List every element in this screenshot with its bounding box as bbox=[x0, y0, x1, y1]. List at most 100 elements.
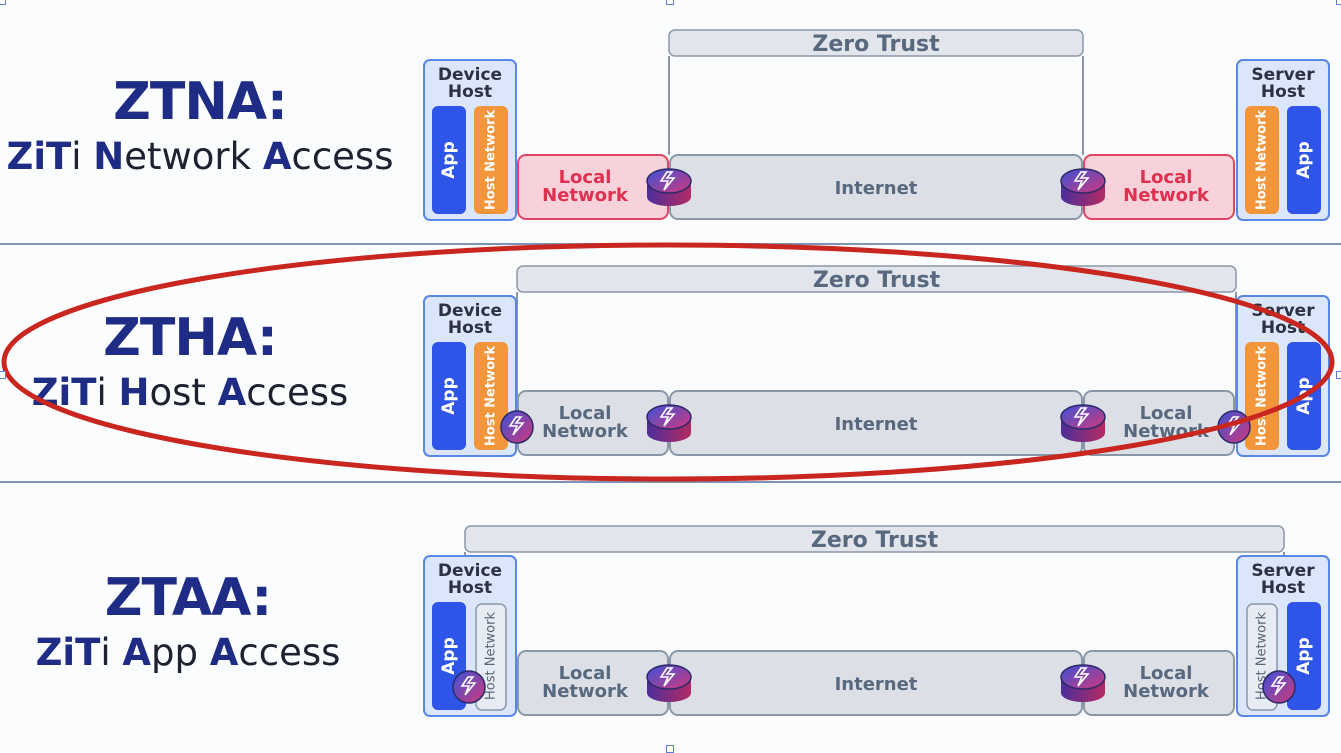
server-host-title-line2: Host bbox=[1261, 82, 1305, 102]
host-network-label: Host Network bbox=[484, 346, 499, 447]
ztaa-acronym: ZTAA bbox=[104, 568, 253, 628]
local-network-right-line1: Local bbox=[1140, 403, 1193, 424]
app-label: App bbox=[1294, 141, 1314, 179]
lightning-glyph bbox=[659, 171, 676, 191]
zero-trust-label: Zero Trust bbox=[812, 32, 940, 57]
local-network-right-line1: Local bbox=[1140, 663, 1193, 684]
selection-handle[interactable] bbox=[666, 745, 674, 753]
selection-handle[interactable] bbox=[0, 371, 6, 379]
app-bar bbox=[432, 106, 466, 214]
lightning-glyph bbox=[1073, 667, 1090, 687]
row-divider bbox=[0, 481, 1341, 483]
device-host-title-line1: Device bbox=[438, 301, 502, 321]
sub-part: N bbox=[93, 135, 125, 178]
server-host-title-line1: Server bbox=[1251, 65, 1315, 85]
lightning-glyph bbox=[659, 667, 676, 687]
app-label: App bbox=[1294, 637, 1314, 675]
device-host-title-line1: Device bbox=[438, 65, 502, 85]
ztha-acronym: ZTHA bbox=[103, 308, 258, 368]
ztna-subtitle: ZiTi Network Access bbox=[0, 138, 400, 175]
device-host-title-line2: Host bbox=[448, 578, 492, 598]
server-host-title-line1: Server bbox=[1251, 301, 1315, 321]
lightning-glyph bbox=[659, 407, 676, 427]
sub-part: i bbox=[96, 371, 119, 414]
host-network-label: Host Network bbox=[1255, 346, 1270, 447]
ziti-router-icon bbox=[646, 664, 692, 702]
selection-handle[interactable] bbox=[1336, 0, 1341, 5]
router-top bbox=[646, 664, 692, 690]
lightning-glyph bbox=[508, 416, 525, 436]
app-label: App bbox=[439, 637, 459, 675]
router-top bbox=[1060, 664, 1106, 690]
lightning-glyph bbox=[1073, 171, 1090, 191]
app-label: App bbox=[439, 377, 459, 415]
selection-handle[interactable] bbox=[666, 0, 674, 5]
sub-part: T bbox=[71, 371, 97, 414]
local-network-left-line2: Network bbox=[542, 681, 629, 702]
local-network-right-line1: Local bbox=[1140, 167, 1193, 188]
app-bar bbox=[1287, 106, 1321, 214]
internet-label: Internet bbox=[835, 178, 918, 199]
ztna-colon: : bbox=[267, 72, 288, 132]
host-network-label: Host Network bbox=[484, 612, 499, 700]
server-host-title-line2: Host bbox=[1261, 578, 1305, 598]
router-top bbox=[1060, 404, 1106, 430]
local-network-left-line2: Network bbox=[542, 421, 629, 442]
local-network-left-line2: Network bbox=[542, 185, 629, 206]
local-network-right-line2: Network bbox=[1123, 681, 1210, 702]
local-network-left-line1: Local bbox=[559, 663, 612, 684]
app-bar bbox=[1287, 602, 1321, 710]
device-host-title-line2: Host bbox=[448, 318, 492, 338]
local-network-left-line1: Local bbox=[559, 403, 612, 424]
ztaa-subtitle: ZiTi App Access bbox=[0, 634, 388, 671]
ztaa-title: ZTAA: ZiTi App Access bbox=[0, 572, 388, 671]
lightning-glyph bbox=[1270, 676, 1287, 696]
app-label: App bbox=[439, 141, 459, 179]
sub-part: ccess bbox=[291, 135, 394, 178]
internet-label: Internet bbox=[835, 414, 918, 435]
sub-part: ccess bbox=[246, 371, 349, 414]
sub-part: T bbox=[46, 135, 72, 178]
sub-part: ost bbox=[149, 371, 218, 414]
zero-trust-label: Zero Trust bbox=[811, 528, 939, 553]
sub-part: pp bbox=[151, 631, 210, 674]
sub-part: A bbox=[217, 371, 247, 414]
selection-handle[interactable] bbox=[0, 0, 6, 5]
host-network-label: Host Network bbox=[1255, 110, 1270, 211]
host-network-bar bbox=[474, 106, 508, 214]
host-network-bar bbox=[1245, 106, 1279, 214]
ziti-tunneler-icon bbox=[1262, 670, 1296, 704]
ztna-acronym: ZTNA bbox=[113, 72, 268, 132]
ztha-title: ZTHA: ZiTi Host Access bbox=[0, 312, 390, 411]
ziti-router-icon bbox=[1060, 664, 1106, 702]
sub-part: A bbox=[262, 135, 292, 178]
zero-trust-label: Zero Trust bbox=[813, 268, 941, 293]
local-network-left-line1: Local bbox=[559, 167, 612, 188]
host-network-bar bbox=[474, 342, 508, 450]
red-ellipse-highlight-icon bbox=[1, 242, 1335, 482]
sub-part: A bbox=[122, 631, 152, 674]
selection-handle[interactable] bbox=[1336, 371, 1341, 379]
ziti-router-icon bbox=[646, 404, 692, 442]
router-top bbox=[646, 404, 692, 430]
internet-label: Internet bbox=[835, 674, 918, 695]
sub-part: i bbox=[100, 631, 123, 674]
app-bar bbox=[432, 342, 466, 450]
ziti-tunneler-icon bbox=[452, 670, 486, 704]
device-host-title-line2: Host bbox=[448, 82, 492, 102]
ziti-tunneler-icon bbox=[500, 410, 534, 444]
zero-trust-bar bbox=[668, 29, 1084, 57]
sub-part: A bbox=[209, 631, 239, 674]
ztha-subtitle: ZiTi Host Access bbox=[0, 374, 390, 411]
sub-part: Zi bbox=[6, 135, 46, 178]
ztha-colon: : bbox=[257, 308, 278, 368]
lightning-glyph bbox=[460, 676, 477, 696]
ztna-title: ZTNA: ZiTi Network Access bbox=[0, 76, 400, 175]
